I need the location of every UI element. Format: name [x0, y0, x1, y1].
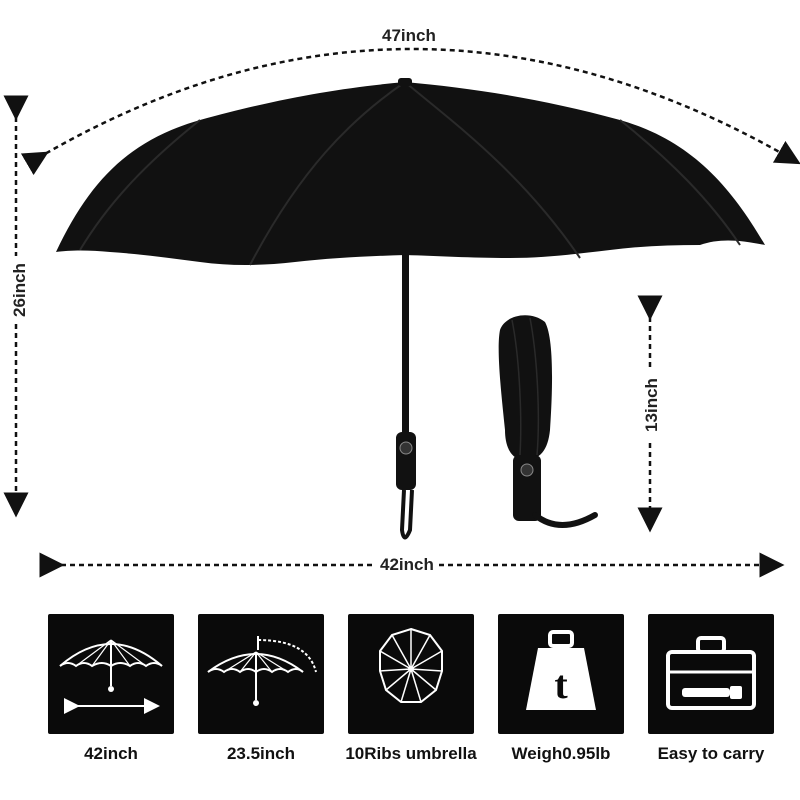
feature-caption-width: 42inch [84, 744, 138, 763]
open-height-label: 26inch [10, 256, 30, 324]
feature-caption-weight: Weigh0.95lb [511, 744, 611, 763]
arc-dimension-line [20, 47, 800, 176]
open-umbrella [56, 78, 765, 540]
feature-tile-radius [198, 614, 324, 734]
feature-caption-radius: 23.5inch [226, 744, 296, 763]
umbrella-radius-icon [207, 636, 317, 706]
briefcase-icon [666, 636, 756, 710]
feature-tile-width [48, 614, 174, 734]
flat-span-label: 42inch [376, 555, 438, 575]
ribs-icon [379, 627, 443, 703]
umbrella-illustration [3, 47, 800, 578]
feature-tile-weight: t [498, 614, 624, 734]
svg-text:t: t [554, 662, 568, 707]
feature-caption-ribs: 10Ribs umbrella [345, 744, 477, 763]
folded-height-label: 13inch [642, 371, 662, 439]
arc-span-label: 47inch [378, 26, 440, 46]
umbrella-width-icon [59, 639, 163, 714]
weight-icon: t [526, 630, 596, 710]
feature-tile-ribs [348, 614, 474, 734]
feature-caption-carry: Easy to carry [657, 744, 765, 763]
folded-umbrella [498, 315, 598, 528]
feature-tile-carry [648, 614, 774, 734]
